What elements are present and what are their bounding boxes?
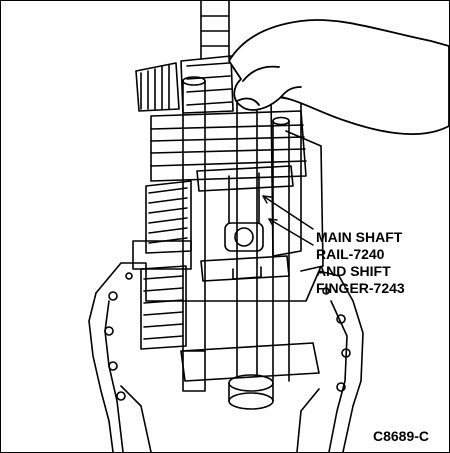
shift-rails [182, 76, 290, 392]
callout-line-4: FINGER-7243 [316, 280, 405, 296]
countershaft-gears [132, 62, 192, 350]
callout-leaders [262, 195, 314, 246]
shaft-collar [228, 374, 274, 410]
figure-code: C8689-C [373, 428, 430, 444]
callout-line-2: RAIL-7240 [316, 246, 385, 262]
input-shaft [200, 1, 230, 60]
callout-line-3: AND SHIFT [316, 263, 391, 279]
callout-label: MAIN SHAFT RAIL-7240 AND SHIFT FINGER-72… [316, 229, 405, 297]
hand [228, 19, 449, 136]
shift-forks [196, 165, 294, 282]
callout-line-1: MAIN SHAFT [316, 229, 403, 245]
transmission-case [88, 262, 364, 452]
